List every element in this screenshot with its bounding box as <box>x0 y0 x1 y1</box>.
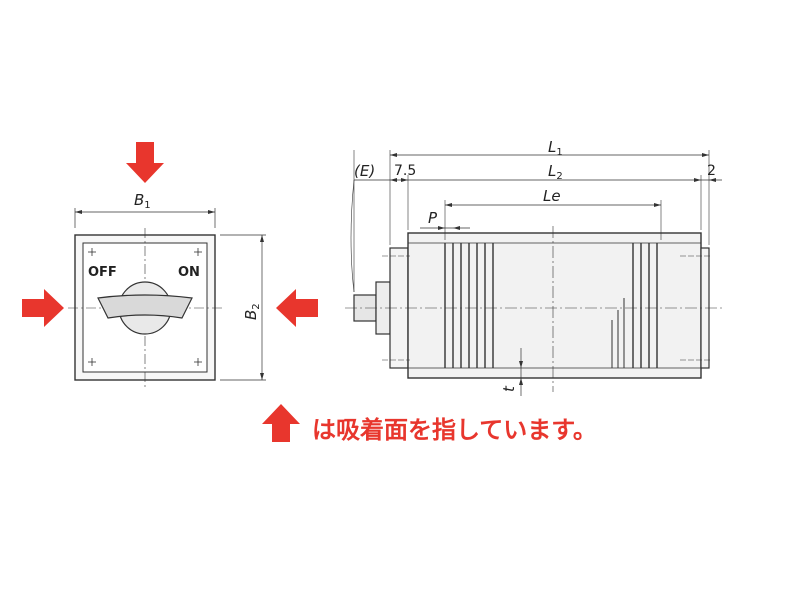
legend: は吸着面を指しています。 <box>262 404 597 444</box>
mounting-hole-marks <box>382 255 712 361</box>
end-gap-label: 2 <box>707 163 716 179</box>
thickness-label: t <box>500 385 518 392</box>
front-view <box>68 208 266 388</box>
le-label: Le <box>543 187 561 205</box>
offset-label: 7.5 <box>394 163 416 179</box>
side-view <box>345 150 725 396</box>
l1-label: L1 <box>548 138 563 158</box>
switch-on-label: ON <box>178 265 200 280</box>
e-label: (E) <box>354 162 375 180</box>
legend-text: は吸着面を指しています。 <box>312 416 597 444</box>
arrow-right-icon <box>22 289 64 327</box>
side-main-body <box>407 232 702 379</box>
b2-label: B2 <box>242 303 262 320</box>
arrow-left-icon <box>276 289 318 327</box>
e-dimension-arc <box>350 179 355 293</box>
internal-core-lines <box>611 298 625 368</box>
arrow-up-icon <box>262 404 300 442</box>
l2-label: L2 <box>548 162 563 182</box>
switch-off-label: OFF <box>88 265 117 280</box>
attraction-arrows <box>22 142 318 327</box>
switch-lever <box>97 294 193 319</box>
b1-label: B1 <box>134 191 151 211</box>
pitch-label: P <box>428 209 438 227</box>
arrow-down-icon <box>126 142 164 183</box>
corner-mark-crosses <box>88 248 202 366</box>
pole-lines-left <box>444 243 494 368</box>
pole-lines-right <box>632 243 658 368</box>
